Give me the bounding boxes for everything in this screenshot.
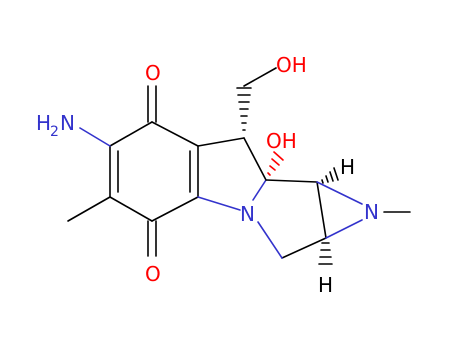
- aziridine-nitrogen-atom: N: [364, 200, 379, 224]
- bond-ch2-o: [243, 67, 277, 87]
- hashed-wedge-c9a-oh: [267, 151, 284, 176]
- bond-c2b-c3b: [281, 237, 327, 259]
- hydroxymethyl-group: OH: [236, 53, 307, 131]
- bond-c3b-n4: [257, 221, 283, 259]
- hydrogen-atom-top: H: [340, 155, 355, 179]
- bond-c2b-naz: [325, 219, 363, 239]
- hydroxyl-oh-label: OH: [266, 129, 297, 153]
- bond-n4-c5: [197, 196, 241, 211]
- hashed-wedge-c2-h: [318, 242, 333, 265]
- aziridine-ring: N: [316, 181, 411, 239]
- amine-h-label: H: [36, 111, 51, 135]
- amine-subscript: 2: [50, 124, 59, 140]
- hydrogen-atom-bottom: H: [318, 273, 333, 297]
- bond-c3-c4: [109, 196, 153, 222]
- hashed-wedge-c9-ch2: [236, 87, 252, 131]
- hydroxyl-group: OH: [266, 129, 297, 176]
- bond-c1-naz: [316, 181, 363, 205]
- stereo-h-bottom: H: [318, 242, 333, 297]
- ring-nitrogen-atom: N: [240, 202, 255, 226]
- bond-c3-methyl: [67, 196, 111, 222]
- oxygen-atom-bottom: O: [145, 262, 161, 286]
- hashed-wedge-c1-h: [321, 167, 339, 184]
- pyrrolidine-ring: N: [197, 137, 267, 226]
- bond-c9a-c1: [265, 179, 318, 183]
- bond-c4-c5: [151, 196, 199, 222]
- pyrrolizidine-ring: [257, 179, 327, 259]
- bond-c6-c1: [151, 121, 199, 147]
- quinone-ring: [109, 121, 199, 222]
- amine-n-label: N: [60, 111, 75, 135]
- bond-c6-c9: [197, 137, 245, 147]
- bond-c9-c9a: [243, 137, 267, 181]
- carbonyl-top: O: [145, 61, 161, 123]
- bond-c1-c2: [109, 121, 153, 147]
- stereo-h-top: H: [321, 155, 355, 184]
- carbonyl-bottom: O: [145, 220, 161, 286]
- bond-c1-c2b: [316, 181, 327, 239]
- oxygen-atom-top: O: [145, 61, 161, 85]
- hydroxymethyl-oh-label: OH: [276, 53, 307, 77]
- amino-group: H 2 N: [36, 111, 111, 147]
- bond-c2-n-amine: [79, 127, 111, 147]
- bond-c9a-n4: [252, 179, 267, 201]
